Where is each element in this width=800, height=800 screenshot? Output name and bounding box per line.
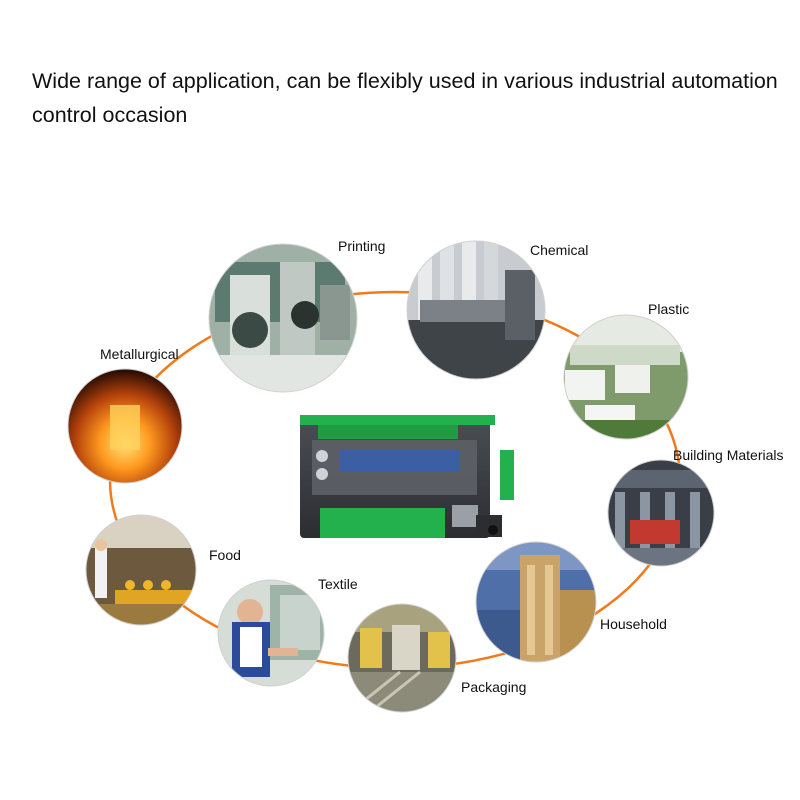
plc-controller-image: [300, 415, 514, 538]
chemical-photo: [407, 241, 545, 379]
label-printing: Printing: [338, 238, 386, 254]
page-headline: Wide range of application, can be flexib…: [32, 69, 778, 127]
printing-photo: [209, 244, 357, 392]
food-photo: [86, 515, 196, 625]
plastic-photo: [564, 315, 688, 439]
building-materials-photo: [608, 460, 714, 566]
packaging-photo: [348, 604, 456, 712]
label-household: Household: [600, 616, 667, 632]
label-metallurgical: Metallurgical: [100, 346, 179, 362]
label-food: Food: [209, 547, 241, 563]
label-chemical: Chemical: [530, 242, 589, 258]
household-photo: [476, 542, 596, 662]
metallurgical-photo: [68, 369, 182, 483]
label-packaging: Packaging: [461, 679, 527, 695]
label-plastic: Plastic: [648, 301, 690, 317]
label-textile: Textile: [318, 576, 358, 592]
textile-photo: [218, 580, 324, 686]
label-building-materials: Building Materials: [673, 447, 784, 463]
